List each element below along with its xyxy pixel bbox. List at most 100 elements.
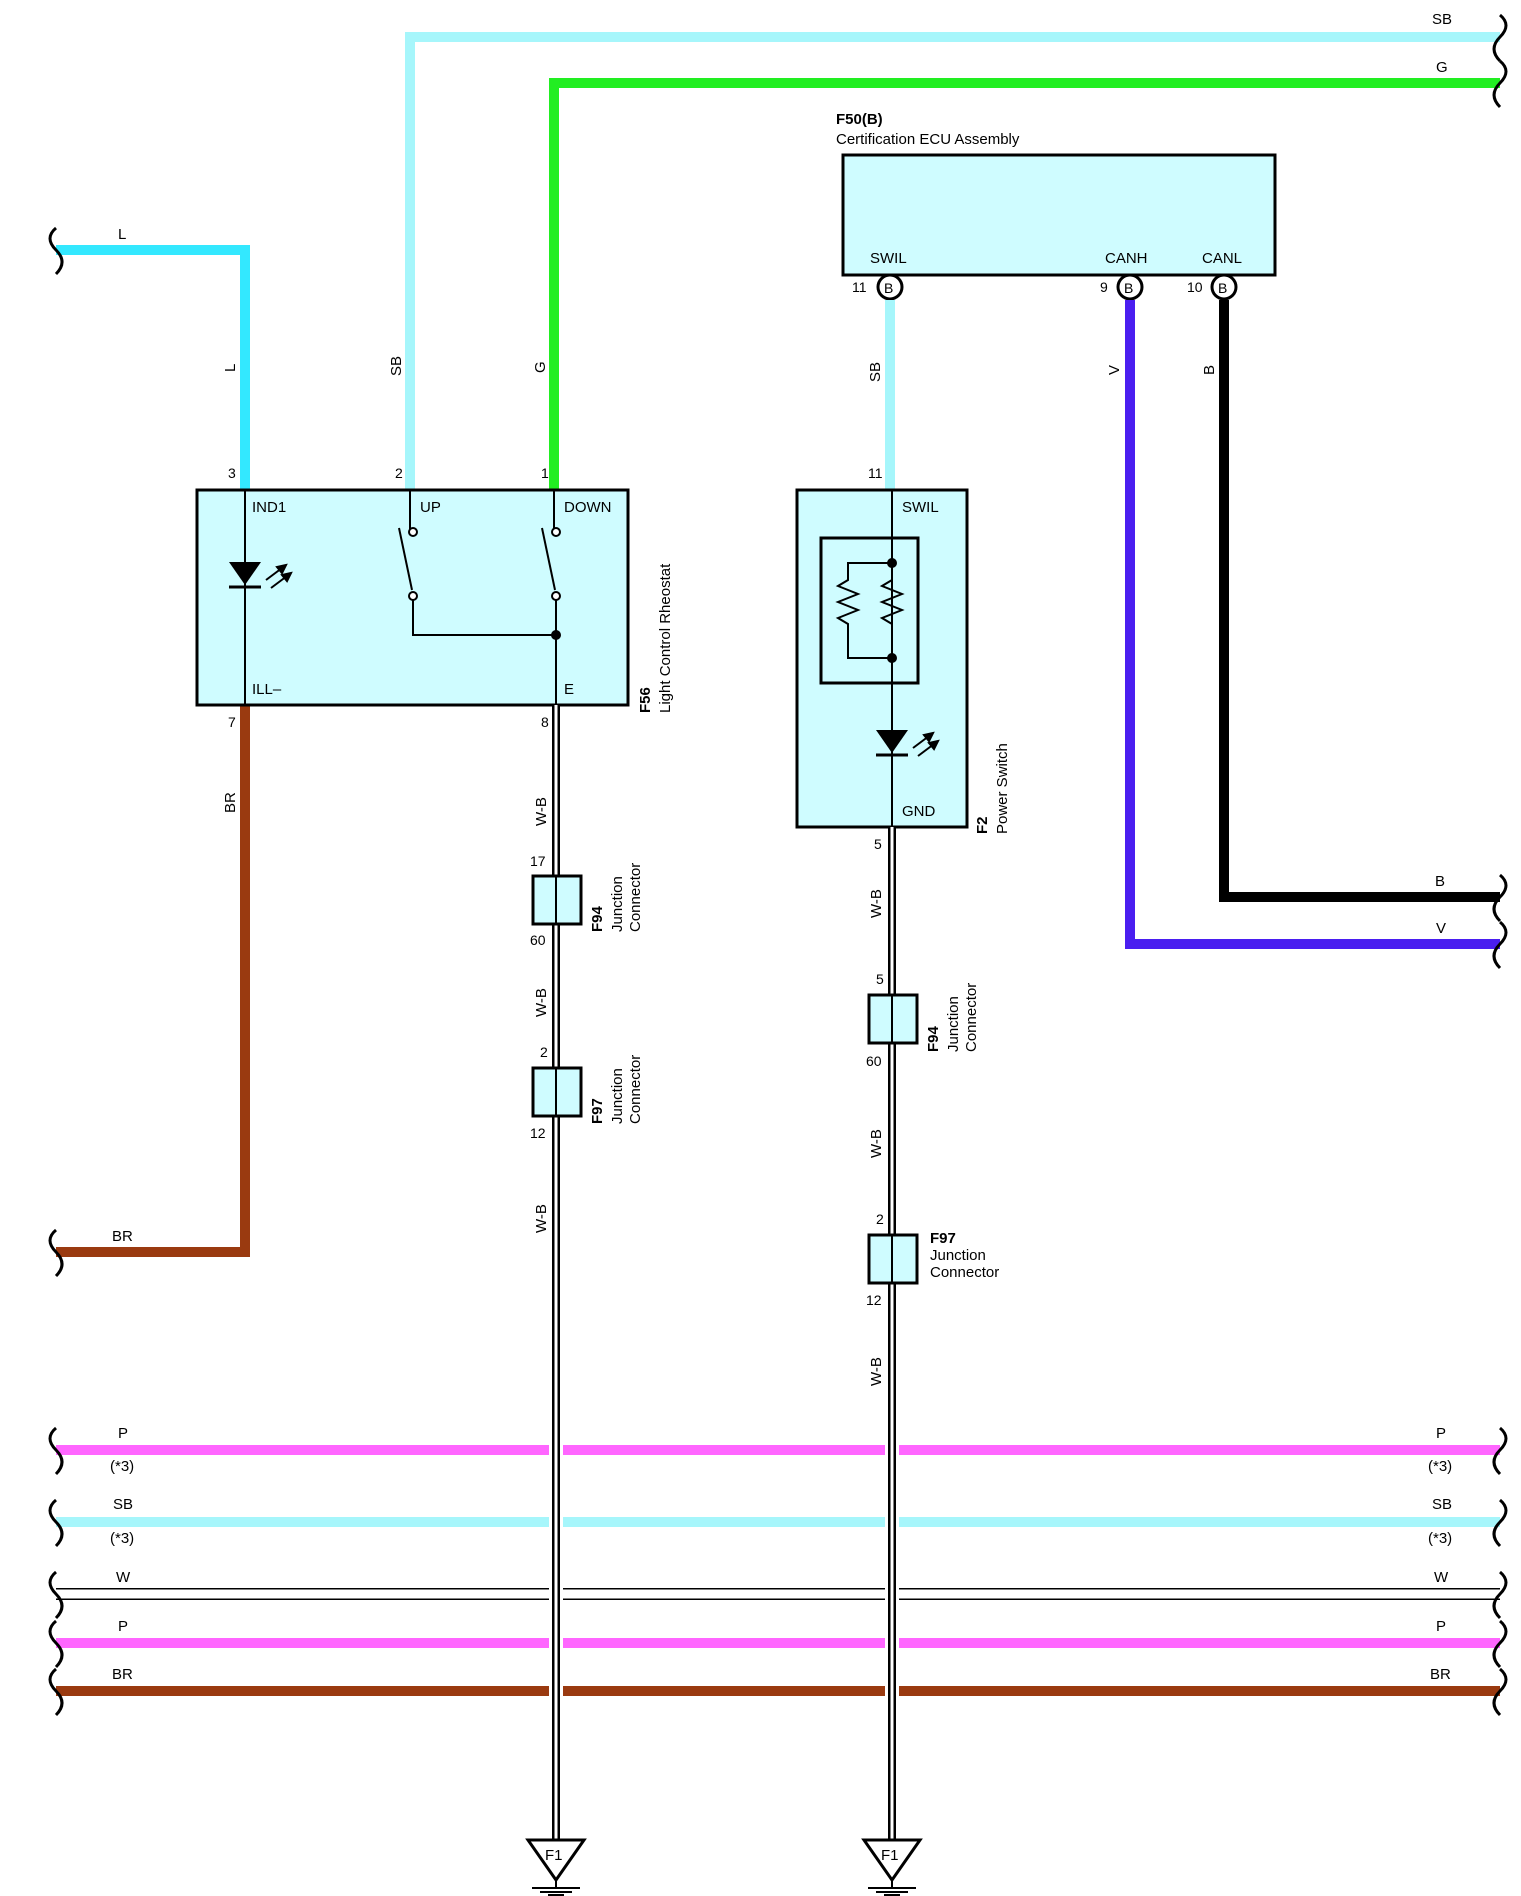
- f50-terminal-swil: SWIL: [870, 250, 907, 267]
- wire-sb-vertical-label: SB: [388, 356, 405, 376]
- bus-br-label-right: BR: [1430, 1666, 1451, 1683]
- bus-sb-label-left: SB: [113, 1496, 133, 1513]
- wire-wb-right-label-1: W-B: [868, 889, 885, 918]
- f94-right-pin-bottom: 60: [866, 1053, 882, 1069]
- wire-v-label: V: [1436, 920, 1446, 937]
- f56-terminal-up: UP: [420, 499, 441, 516]
- f94-left-name2: Connector: [627, 863, 644, 932]
- f50-mark-9: B: [1124, 280, 1133, 296]
- f50-pin-9: 9: [1100, 279, 1108, 295]
- ground-f1-left: F1: [525, 1838, 587, 1896]
- wire-sb-swil-label: SB: [867, 362, 884, 382]
- bus-p1-label-left: P: [118, 1425, 128, 1442]
- f2-terminal-gnd: GND: [902, 803, 936, 820]
- break-mark-icon: [48, 1619, 64, 1669]
- break-mark-icon: [48, 226, 64, 276]
- wire-sb-top-label: SB: [1432, 11, 1452, 28]
- f97-left-name1: Junction: [609, 1068, 626, 1124]
- ground-left-label: F1: [545, 1847, 563, 1864]
- wire-g-top-line: [549, 78, 1500, 490]
- f94-left-pin-bottom: 60: [530, 932, 546, 948]
- f56-terminal-ill: ILL–: [252, 681, 282, 698]
- bus-p2-label-right: P: [1436, 1618, 1446, 1635]
- f50-mark-10: B: [1218, 280, 1227, 296]
- f50-terminal-canl: CANL: [1202, 250, 1242, 267]
- f50-pin-11: 11: [852, 279, 867, 295]
- break-mark-icon: [48, 1570, 64, 1620]
- ground-f1-right: F1: [861, 1838, 923, 1896]
- ground-triangle-icon: [861, 1838, 923, 1883]
- f56-ref: F56: [637, 687, 654, 713]
- f94-left-ref: F94: [589, 905, 606, 932]
- f50-terminal-canh: CANH: [1105, 250, 1148, 267]
- component-f2-power-switch: 11 5 SWIL GND F2 Power Switch: [795, 465, 1011, 852]
- f97-left-ref: F97: [589, 1098, 606, 1124]
- wire-wb-left-label-2: W-B: [533, 988, 550, 1017]
- ground-triangle-icon: [525, 1838, 587, 1883]
- wire-l-label: L: [118, 226, 126, 243]
- break-mark-icon: [1492, 13, 1508, 63]
- f50-body: [841, 153, 1277, 277]
- bus-p2-label-left: P: [118, 1618, 128, 1635]
- bus-p1-label-right: P: [1436, 1425, 1446, 1442]
- f56-led-icon: [229, 562, 261, 585]
- bus-w-label-right: W: [1434, 1569, 1449, 1586]
- bus-p1-note-left: (*3): [110, 1458, 134, 1475]
- wire-v-canh-line: [1125, 300, 1500, 949]
- bus-w-label-left: W: [116, 1569, 131, 1586]
- wire-wb-right-label-3: W-B: [868, 1357, 885, 1386]
- wire-g-top-label: G: [1436, 59, 1448, 76]
- component-f94-right-junction-connector: 5 60 F94 Junction Connector: [866, 971, 980, 1069]
- f94-left-pin-top: 17: [530, 853, 546, 869]
- wire-l: L L: [56, 226, 250, 490]
- f97-left-pin-top: 2: [540, 1044, 548, 1060]
- wire-sb-top: SB SB: [388, 11, 1500, 490]
- f50-ref: F50(B): [836, 111, 883, 128]
- break-mark-icon: [48, 1228, 64, 1278]
- wire-l-vertical-label: L: [222, 364, 239, 372]
- f94-right-name2: Connector: [963, 983, 980, 1052]
- f94-right-name1: Junction: [945, 996, 962, 1052]
- bus-sb-note-left: (*3): [110, 1530, 134, 1547]
- f56-led-light-arrows-icon: [265, 563, 293, 589]
- f97-left-name2: Connector: [627, 1055, 644, 1124]
- wire-br-vertical-label: BR: [222, 792, 239, 813]
- f94-right-pin-top: 5: [876, 971, 884, 987]
- f50-connector-mark-10: [1210, 273, 1238, 301]
- wire-v-vertical-label: V: [1106, 365, 1123, 375]
- f56-terminal-down: DOWN: [564, 499, 612, 516]
- break-mark-icon: [1492, 1667, 1508, 1717]
- f2-ref: F2: [974, 816, 991, 834]
- f56-pin-8: 8: [541, 714, 549, 730]
- f94-left-name1: Junction: [609, 876, 626, 932]
- break-mark-icon: [1492, 1498, 1508, 1548]
- f56-pin-1: 1: [541, 465, 549, 481]
- wire-b-canl: B B: [1201, 300, 1500, 902]
- f56-name: Light Control Rheostat: [657, 563, 674, 713]
- wire-g-vertical-label: G: [532, 361, 549, 373]
- f2-name: Power Switch: [994, 743, 1011, 834]
- f97-right-ref: F97: [930, 1230, 956, 1247]
- bus-sb-label-right: SB: [1432, 1496, 1452, 1513]
- f97-right-pin-top: 2: [876, 1211, 884, 1227]
- bus-wires: P (*3) P (*3) SB (*3) SB (*3) W W P P BR…: [56, 1425, 1500, 1700]
- f2-resistors-icon: [835, 558, 905, 663]
- f50-mark-11: B: [884, 280, 893, 296]
- component-f97-right-junction-connector: 2 12 F97 Junction Connector: [866, 1211, 999, 1308]
- f56-up-switch-icon: [398, 490, 558, 636]
- wire-br-left-line: [56, 705, 250, 1257]
- f2-terminal-swil: SWIL: [902, 499, 939, 516]
- break-mark-icon: [48, 1426, 64, 1476]
- f56-down-switch-icon: [541, 490, 561, 705]
- f50-pin-10: 10: [1187, 279, 1203, 295]
- f2-led-icon: [876, 730, 908, 753]
- break-mark-icon: [1492, 1619, 1508, 1669]
- break-mark-icon: [48, 1667, 64, 1717]
- f56-terminal-e: E: [564, 681, 574, 698]
- bus-br-label-left: BR: [112, 1666, 133, 1683]
- f56-pin-2: 2: [395, 465, 403, 481]
- break-mark-icon: [48, 1498, 64, 1548]
- wire-wb-left-label-1: W-B: [533, 797, 550, 826]
- bus-sb-note-right: (*3): [1428, 1530, 1452, 1547]
